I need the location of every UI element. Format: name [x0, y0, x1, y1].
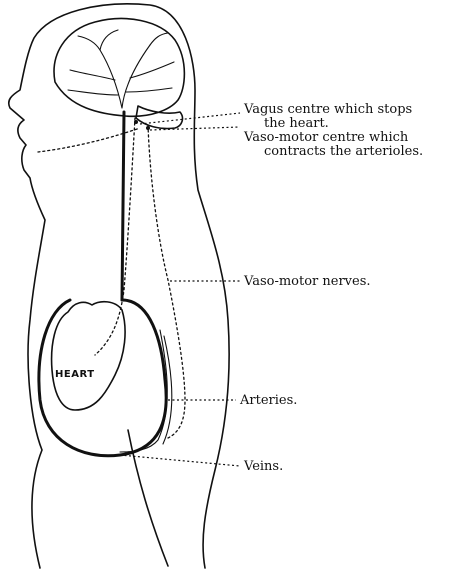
label-vagus-line1: Vagus centre which stops — [243, 102, 412, 117]
label-vagus-line2: the heart. — [264, 116, 329, 131]
vagus-nerve-path — [95, 118, 135, 355]
leader-vagus — [140, 113, 240, 124]
label-vasomotor-centre-line2: contracts the arterioles. — [264, 144, 423, 159]
body-outline — [9, 4, 229, 568]
label-veins: Veins. — [243, 459, 283, 474]
heart-shape — [52, 302, 126, 410]
brain-branches — [68, 30, 174, 108]
vasomotor-centre-dot — [146, 126, 150, 130]
vein-lines — [120, 330, 172, 452]
label-vasomotor-nerves: Vaso-motor nerves. — [243, 274, 371, 289]
label-vasomotor-centre-line1: Vaso-motor centre which — [243, 130, 409, 145]
spinal-trunk — [122, 112, 124, 300]
leader-veins — [120, 455, 240, 466]
cerebellum — [136, 106, 182, 129]
label-arteries: Arteries. — [239, 393, 297, 408]
heart-label: HEART — [55, 369, 95, 380]
vagus-centre-dot — [134, 120, 138, 124]
